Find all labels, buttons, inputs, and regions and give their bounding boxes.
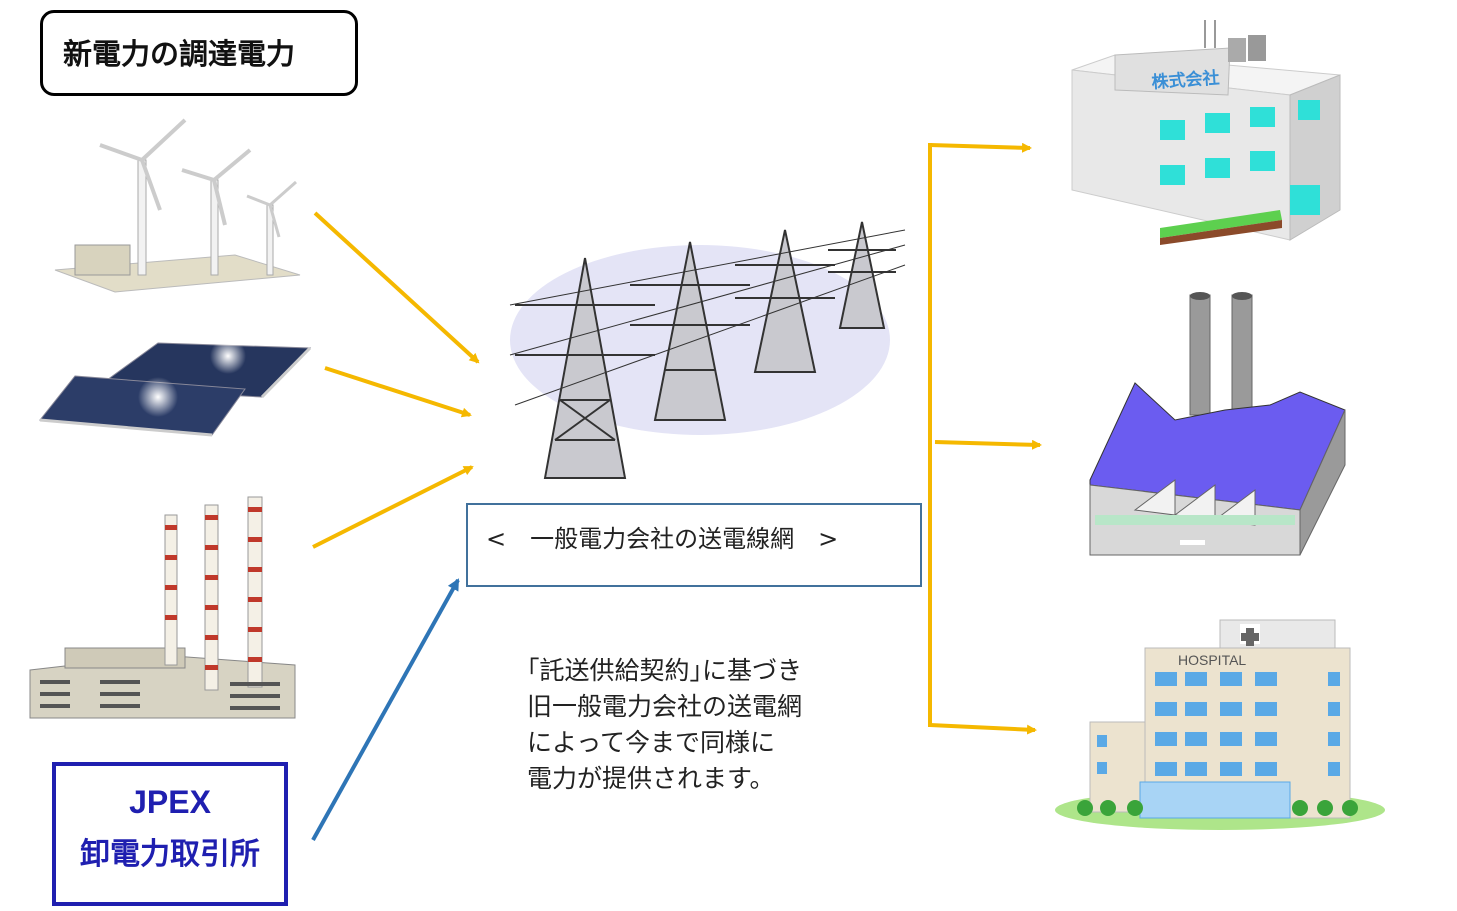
arrow-thermal-to-grid: [312, 465, 474, 549]
factory-icon: [1089, 292, 1346, 556]
arrow-solar-to-grid: [324, 366, 472, 418]
transmission-tower-icon: [509, 221, 906, 479]
wind-turbine-icon: [54, 118, 301, 293]
arrow-to-office: [929, 142, 1032, 153]
office-building-icon: [1071, 20, 1341, 245]
contract-text: ｢託送供給契約｣に基づき 旧一般電力会社の送電網 によって今まで同様に 電力が提…: [527, 653, 802, 797]
hospital-sign: HOSPITAL: [1178, 652, 1246, 668]
supply-arrows: [312, 211, 480, 549]
contract-line: 電力が提供されます。: [527, 764, 775, 793]
solar-panel-icon: [39, 338, 312, 437]
arrow-jpex-to-grid: [311, 578, 460, 841]
arrow-wind-to-grid: [313, 211, 480, 364]
hospital-icon: [1055, 619, 1385, 830]
contract-line: 旧一般電力会社の送電網: [527, 692, 803, 721]
arrow-to-factory: [934, 439, 1042, 450]
arrow-to-hospital: [929, 723, 1037, 735]
contract-line: によって今まで同様に: [527, 728, 776, 757]
page-title: 新電力の調達電力: [40, 10, 358, 96]
jpex-box: JPEX 卸電力取引所: [52, 762, 288, 906]
grid-label: < 一般電力会社の送電線網 >: [466, 503, 922, 587]
jpex-subtitle: 卸電力取引所: [80, 837, 260, 872]
contract-line: ｢託送供給契約｣に基づき: [527, 656, 803, 685]
distribution-arrows: [928, 142, 1042, 735]
thermal-power-plant-icon: [29, 496, 296, 719]
jpex-name: JPEX: [129, 784, 211, 820]
company-sign: 株式会社: [1151, 67, 1220, 93]
